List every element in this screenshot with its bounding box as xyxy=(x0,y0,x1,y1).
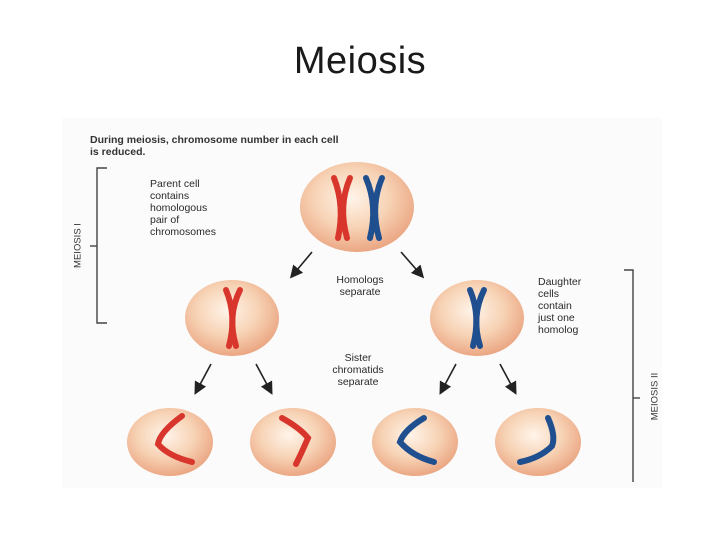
granddaughter-cell-1 xyxy=(127,408,213,476)
parent-cell xyxy=(300,162,414,252)
arrow-to-cell-4 xyxy=(500,364,515,392)
granddaughter-cell-2 xyxy=(250,408,336,476)
meiosis-2-label: MEIOSIS II xyxy=(650,362,661,432)
meiosis-1-bracket xyxy=(90,168,107,323)
arrow-to-cell-3 xyxy=(441,364,456,392)
figure-caption: During meiosis, chromosome number in eac… xyxy=(90,134,450,158)
meiosis-1-label: MEIOSIS I xyxy=(73,216,84,276)
granddaughter-cell-3 xyxy=(372,408,458,476)
meiosis-2-bracket xyxy=(624,270,640,482)
homologs-separate-label: Homologs separate xyxy=(320,274,400,298)
daughter-cells-label: Daughter cells contain just one homolog xyxy=(538,276,618,336)
arrow-to-right-daughter xyxy=(401,252,422,276)
granddaughter-cell-4 xyxy=(495,408,581,476)
arrow-to-cell-2 xyxy=(256,364,271,392)
sister-chromatids-label: Sister chromatids separate xyxy=(318,352,398,388)
arrow-to-left-daughter xyxy=(292,252,312,276)
parent-cell-label: Parent cell contains homologous pair of … xyxy=(150,178,270,238)
arrow-to-cell-1 xyxy=(196,364,211,392)
